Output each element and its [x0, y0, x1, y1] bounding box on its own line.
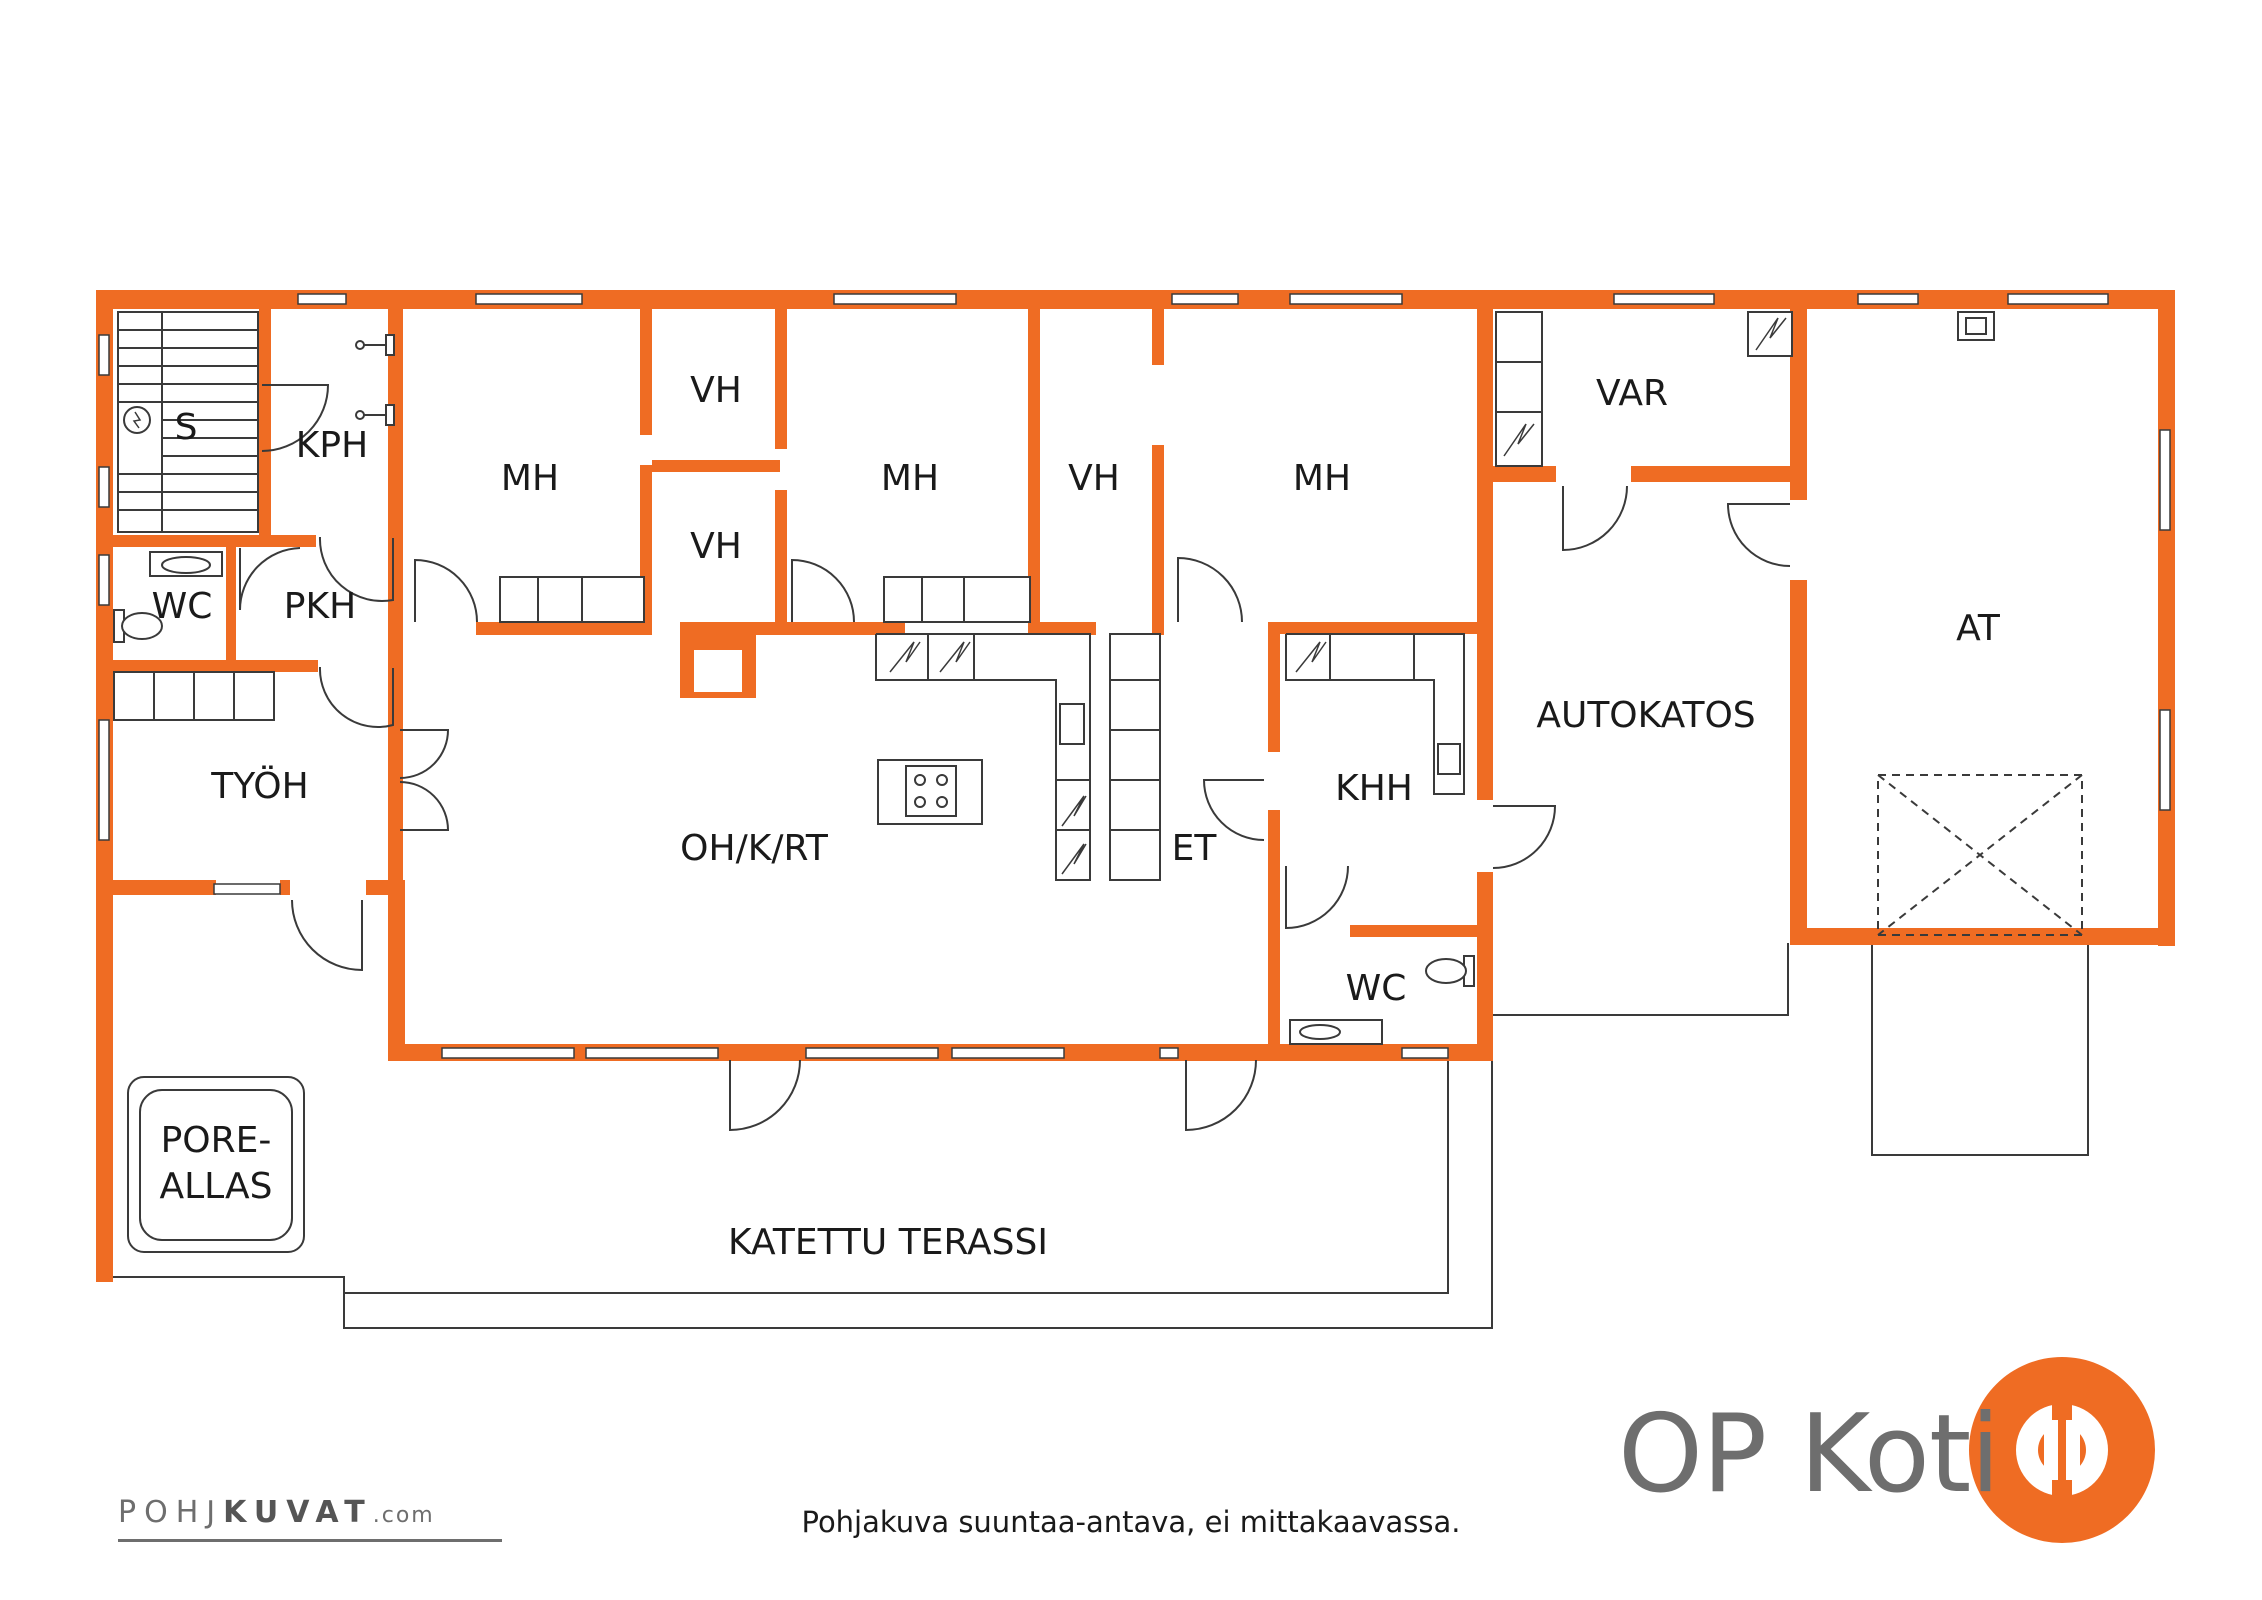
room-label-poreallas-1: PORE- — [161, 1120, 272, 1161]
room-label-katettu-terassi: KATETTU TERASSI — [728, 1222, 1048, 1263]
room-label-wc-left: WC — [152, 586, 213, 627]
fixtures — [113, 311, 2083, 1253]
room-label-vh-1: VH — [690, 370, 742, 411]
room-label-kph: KPH — [296, 425, 368, 466]
room-label-pkh: PKH — [284, 586, 356, 627]
watermark: POHJKUVAT.com — [118, 1495, 502, 1542]
doors — [239, 485, 1791, 1132]
room-label-mh-3: MH — [1293, 458, 1351, 499]
shower-icon — [355, 334, 395, 426]
watermark-part1: POHJ — [118, 1495, 224, 1530]
room-label-at: AT — [1956, 608, 2001, 649]
room-label-mh-1: MH — [501, 458, 559, 499]
room-label-wc-right: WC — [1346, 968, 1407, 1009]
room-label-autokatos: AUTOKATOS — [1536, 695, 1755, 736]
sink-icon — [149, 551, 223, 577]
windows — [98, 293, 2171, 1059]
hot-tub — [127, 1076, 305, 1253]
room-label-et: ET — [1172, 828, 1218, 869]
room-label-mh-2: MH — [881, 458, 939, 499]
op-logo-icon — [1969, 1357, 2155, 1543]
room-labels: S KPH WC PKH TYÖH MH VH VH MH VH MH VAR … — [152, 370, 2001, 1263]
sauna-stove-icon — [123, 406, 151, 434]
room-label-tyoh: TYÖH — [210, 765, 308, 807]
footer-note: Pohjakuva suuntaa-antava, ei mittakaavas… — [801, 1505, 1461, 1539]
watermark-part3: .com — [372, 1503, 435, 1528]
room-label-s: S — [175, 407, 198, 448]
room-label-oh-k-rt: OH/K/RT — [680, 828, 829, 869]
kitchen-counter — [875, 633, 1091, 881]
room-label-vh-3: VH — [1068, 458, 1120, 499]
room-label-khh: KHH — [1335, 768, 1413, 809]
watermark-part2: KUVAT — [223, 1495, 373, 1530]
room-label-poreallas-2: ALLAS — [159, 1166, 272, 1207]
stove-icon — [877, 759, 983, 825]
watermark-underline — [118, 1539, 502, 1542]
brand-name: OP Koti — [1618, 1392, 2000, 1517]
garage-door — [1877, 774, 2083, 936]
toilet-icon — [113, 609, 163, 643]
room-label-vh-2: VH — [690, 526, 742, 567]
room-label-var: VAR — [1596, 373, 1668, 414]
